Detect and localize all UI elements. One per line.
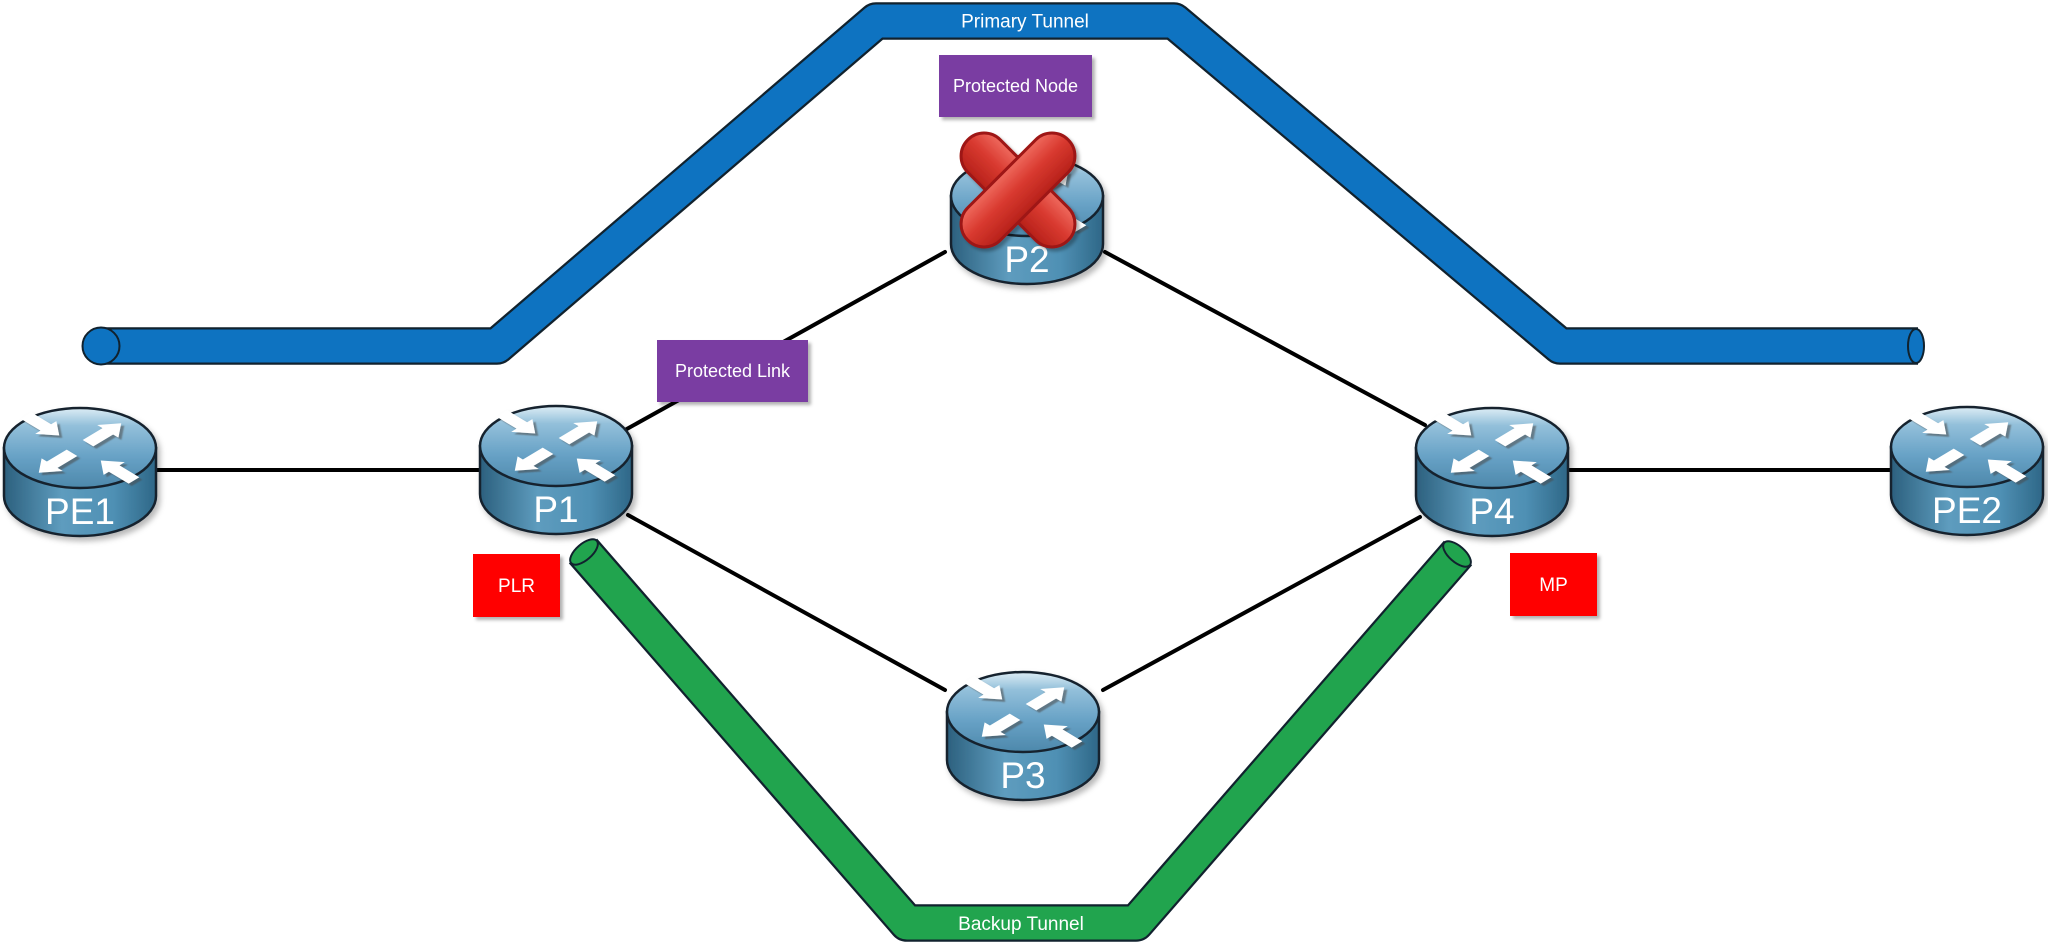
mp-label: MP <box>1539 575 1568 596</box>
router-p4-label: P4 <box>1469 491 1514 532</box>
physical-links <box>155 250 1894 692</box>
router-p4: P4 <box>1416 408 1568 536</box>
protected-node-box <box>939 55 1092 117</box>
red-x-icon <box>959 131 1077 249</box>
primary-tunnel-right-cap <box>1907 328 1925 364</box>
router-p1-label: P1 <box>533 489 578 530</box>
link-p2-p4 <box>1103 250 1427 427</box>
red-x-bar <box>959 131 1077 249</box>
router-pe1-label: PE1 <box>45 491 115 532</box>
protected-node-badge: Protected Node <box>939 55 1092 117</box>
backup-tunnel-right-cap <box>1442 540 1472 568</box>
primary-tunnel: Primary Tunnel <box>81 2 1925 366</box>
backup-tunnel-label: Backup Tunnel <box>958 914 1084 935</box>
router-p1: P1 <box>480 406 632 534</box>
primary-tunnel-pipe <box>100 4 1918 363</box>
backup-tunnel-left-cap <box>569 538 599 566</box>
protected-node-label: Protected Node <box>953 76 1078 96</box>
routers: PE1 P1 P2 P3 P4 PE2 <box>4 156 2043 800</box>
protected-link-label: Protected Link <box>675 361 791 381</box>
protected-link-box <box>657 340 808 402</box>
annotation-badges: Protected Node Protected Link PLR MP <box>473 55 1597 617</box>
plr-box <box>473 554 560 617</box>
router-p3: P3 <box>947 672 1099 800</box>
mp-badge: MP <box>1510 553 1597 616</box>
plr-badge: PLR <box>473 554 560 617</box>
protected-link-badge: Protected Link <box>657 340 808 402</box>
primary-tunnel-label: Primary Tunnel <box>961 12 1089 33</box>
backup-tunnel-pipe <box>570 540 1471 940</box>
plr-label: PLR <box>498 576 535 597</box>
router-pe2: PE2 <box>1891 407 2043 535</box>
router-p3-label: P3 <box>1000 755 1045 796</box>
mp-box <box>1510 553 1597 616</box>
link-p1-p3 <box>626 513 947 692</box>
link-p3-p4 <box>1101 515 1422 692</box>
router-pe1: PE1 <box>4 408 156 536</box>
backup-tunnel: Backup Tunnel <box>568 538 1473 942</box>
router-pe2-label: PE2 <box>1932 490 2002 531</box>
primary-tunnel-left-cap <box>81 326 121 366</box>
